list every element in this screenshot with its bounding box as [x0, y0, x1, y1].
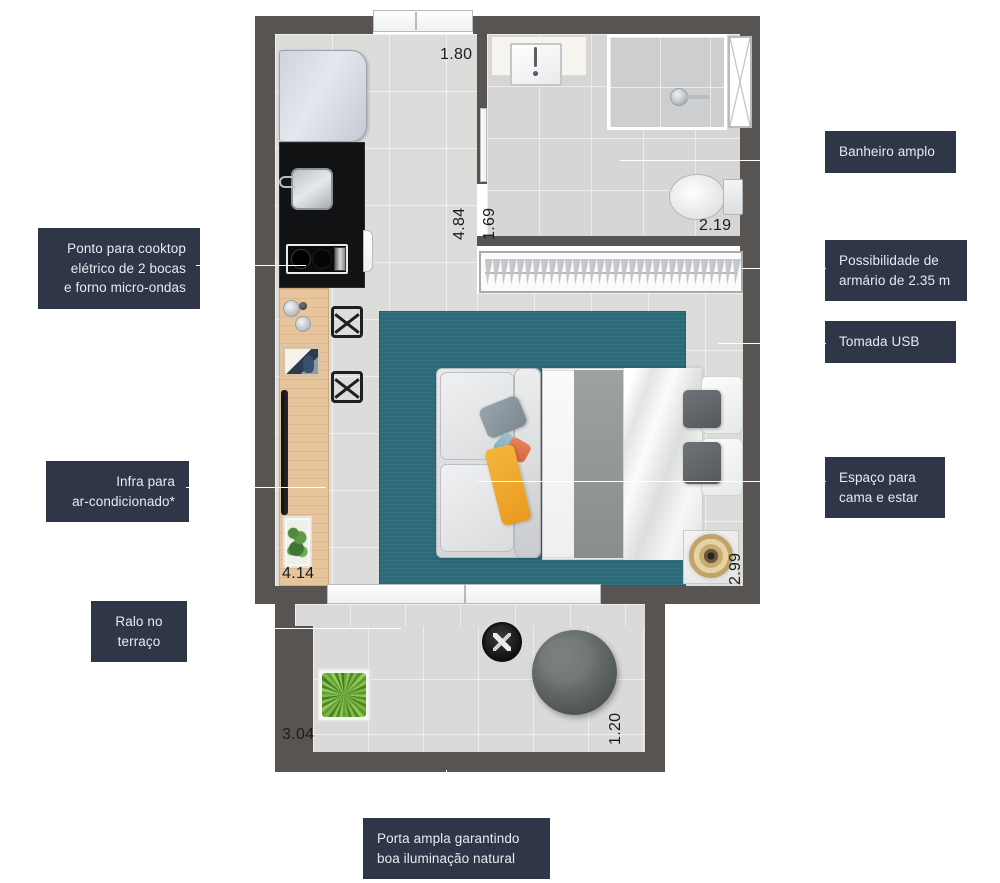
- callout-tomada-usb[interactable]: Tomada USB: [825, 321, 956, 363]
- toilet: [669, 174, 745, 222]
- dimension-1-20: 1.20: [607, 712, 624, 745]
- leader-line-porta: [446, 770, 448, 818]
- closet-hangers: [483, 256, 741, 288]
- bathroom-door-swing: [487, 108, 491, 112]
- bar-glass-1: [299, 302, 307, 310]
- shower-arm: [686, 95, 710, 99]
- callout-banheiro-amplo[interactable]: Banheiro amplo: [825, 131, 956, 173]
- floor-plan-drawing: 1.80 4.84 1.69 2.19 4.14 2.99 3.04 1.20: [255, 8, 760, 772]
- cooktop-burner-left: [291, 249, 311, 269]
- callout-ralo-terraco[interactable]: Ralo no terraço: [91, 601, 187, 663]
- hanger-icon: [731, 259, 741, 285]
- closet-rod: [485, 272, 737, 274]
- closet-wardrobe: [479, 251, 743, 293]
- bar-dark-strip: [281, 390, 288, 515]
- dimension-2-99: 2.99: [727, 552, 744, 585]
- dimension-1-69: 1.69: [481, 207, 498, 240]
- toilet-tank: [723, 179, 743, 215]
- wall-top-right: [473, 16, 760, 34]
- dimension-3-04: 3.04: [282, 726, 315, 743]
- leader-line-banheiro: [620, 160, 825, 162]
- wall-terrace-right: [643, 610, 665, 772]
- callout-ar-condicionado[interactable]: Infra para ar-condicionado*: [46, 461, 189, 523]
- fridge: [279, 50, 367, 142]
- bed-cushion-dark-2: [683, 442, 721, 484]
- kitchen-faucet: [279, 176, 295, 188]
- callout-cooktop[interactable]: Ponto para cooktop elétrico de 2 bocas e…: [38, 228, 200, 309]
- bar-plate-2: [295, 316, 311, 332]
- callout-espaco-cama[interactable]: Espaço para cama e estar: [825, 457, 945, 519]
- callout-armario[interactable]: Possibilidade de armário de 2.35 m: [825, 240, 967, 302]
- bathroom-drain: [533, 71, 538, 76]
- leader-line-armario: [742, 268, 826, 270]
- floor-terrace-upper: [295, 604, 645, 626]
- bar-stool-1: [331, 306, 363, 338]
- table-lamp: [689, 534, 733, 578]
- leader-line-cama: [478, 481, 826, 483]
- leader-line-ar: [186, 487, 326, 489]
- kitchen-edge-panel: [363, 230, 373, 272]
- bathroom-door-leaf: [480, 108, 487, 182]
- side-table-top-detail: [493, 633, 511, 651]
- terrace-ottoman: [532, 630, 617, 715]
- wall-top: [255, 16, 373, 34]
- frame-art-figure: [303, 355, 314, 373]
- terrace-side-table: [482, 622, 522, 662]
- dimension-2-19: 2.19: [699, 217, 732, 234]
- wall-terrace-left2: [275, 604, 295, 772]
- wall-bottom-right: [600, 586, 760, 604]
- bed-sheet-fold: [543, 370, 574, 558]
- kitchen-counter: [279, 142, 365, 288]
- terrace-palm-plant: [322, 673, 366, 717]
- bed-cushion-dark-1: [683, 390, 721, 428]
- microwave-oven-slot: [334, 247, 346, 271]
- bathroom-faucet: [534, 47, 537, 67]
- leader-line-ralo: [196, 628, 401, 630]
- cooktop-burner-right: [312, 249, 332, 269]
- sliding-door-panel-1: [327, 584, 465, 604]
- leader-line-cooktop: [196, 265, 306, 267]
- dimension-4-14: 4.14: [282, 565, 315, 582]
- bar-picture-frame: [282, 346, 321, 377]
- callout-porta-ampla[interactable]: Porta ampla garantindo boa iluminação na…: [363, 818, 550, 880]
- bar-stool-2: [331, 371, 363, 403]
- toilet-bowl: [669, 174, 725, 220]
- wall-left: [255, 16, 275, 604]
- wall-bottom-main: [255, 586, 330, 604]
- wall-terrace-bottom: [275, 752, 665, 772]
- service-window-top: [373, 10, 473, 32]
- wall-right: [740, 16, 760, 604]
- bed-runner: [574, 370, 623, 558]
- kitchen-sink: [291, 168, 333, 210]
- sliding-door-panel-2: [465, 584, 601, 604]
- bar-planter: [283, 516, 312, 568]
- wall-bath-bottom: [477, 236, 743, 246]
- leader-line-usb: [718, 343, 826, 345]
- dimension-1-80: 1.80: [440, 46, 473, 63]
- bar-plant-foliage: [287, 520, 308, 564]
- service-window-mullion: [415, 12, 417, 30]
- wall-terrace-step: [295, 624, 315, 772]
- bathroom-window: [728, 36, 752, 128]
- bar-plate-1: [283, 300, 300, 317]
- shower-enclosure: [607, 34, 727, 130]
- terrace-planter: [317, 668, 371, 722]
- dimension-4-84: 4.84: [451, 207, 468, 240]
